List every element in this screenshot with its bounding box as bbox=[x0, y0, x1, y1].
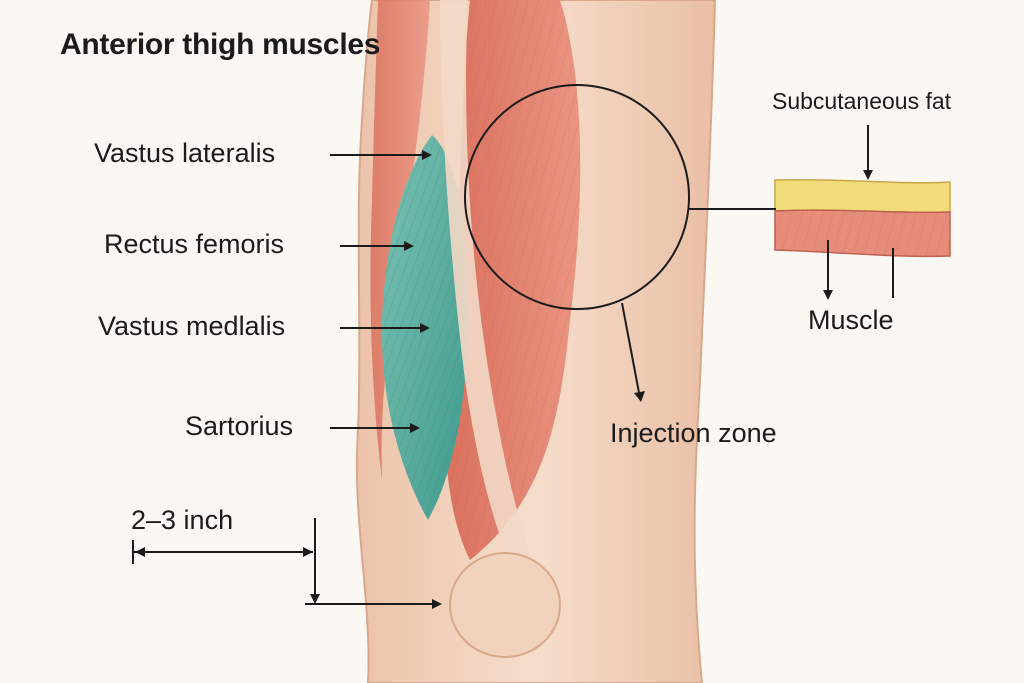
kneecap bbox=[449, 552, 561, 658]
fat-arrowhead bbox=[863, 170, 873, 180]
vastus-medialis-arrowhead bbox=[420, 323, 430, 333]
measure-left-arrowhead bbox=[135, 547, 145, 557]
measure-bottom-arrowhead bbox=[432, 599, 442, 609]
vastus-lateralis-arrowhead bbox=[422, 150, 432, 160]
muscle-arrowhead bbox=[823, 290, 833, 300]
sartorius-arrowhead bbox=[410, 423, 420, 433]
diagram-title: Anterior thigh muscles bbox=[60, 28, 381, 61]
rectus-femoris-label: Rectus femoris bbox=[104, 229, 285, 259]
rectus-femoris-arrowhead bbox=[404, 241, 414, 251]
injection-zone-circle bbox=[464, 84, 690, 310]
muscle-label: Muscle bbox=[808, 305, 894, 335]
injection-zone-label: Injection zone bbox=[610, 418, 777, 448]
vastus-medialis-label: Vastus medlalis bbox=[98, 311, 286, 341]
injection-zone-arrowhead bbox=[634, 391, 645, 402]
sartorius-label: Sartorius bbox=[185, 411, 294, 441]
measurement-label: 2–3 inch bbox=[131, 505, 234, 535]
injection-zone-leader bbox=[621, 302, 641, 399]
subcutaneous-fat-label: Subcutaneous fat bbox=[772, 88, 952, 114]
measure-right-arrowhead bbox=[303, 547, 313, 557]
sartorius-muscle bbox=[440, 0, 540, 590]
vastus-lateralis-label: Vastus lateralis bbox=[94, 138, 276, 168]
measure-vertical-arrowhead bbox=[310, 594, 320, 604]
tissue-inset bbox=[774, 178, 951, 258]
